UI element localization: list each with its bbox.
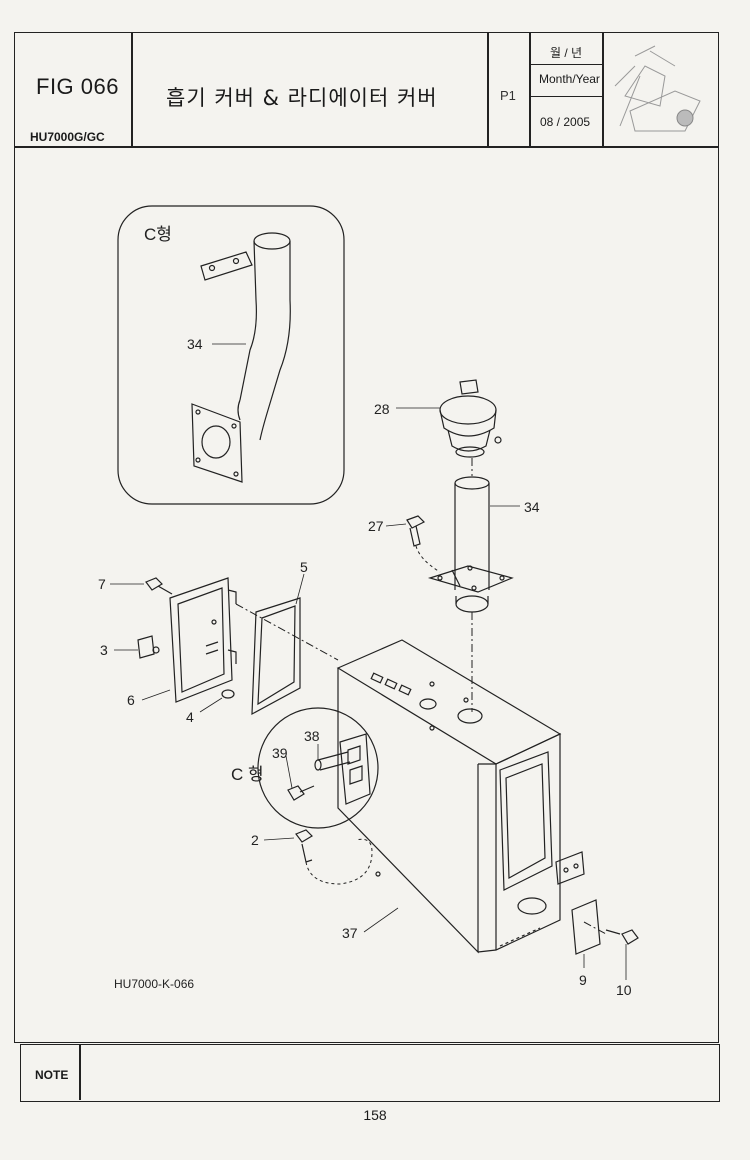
date-value: 08 / 2005 — [540, 115, 591, 129]
page-code: P1 — [500, 88, 516, 103]
callout-39: 39 — [272, 745, 288, 761]
air-cleaner-cap-28 — [439, 379, 502, 458]
inset-label-c: C형 — [144, 225, 172, 244]
header-frame — [14, 32, 719, 148]
bolt-2 — [295, 829, 313, 863]
callout-2: 2 — [251, 832, 259, 848]
inset-pipe-34 — [191, 232, 291, 483]
callout-3: 3 — [100, 642, 108, 658]
header-divider-2 — [487, 32, 489, 146]
note-label: NOTE — [35, 1068, 69, 1082]
callout-10: 10 — [616, 982, 632, 998]
bolt-7 — [145, 577, 173, 595]
inset-box-c-type — [117, 205, 345, 505]
cover-plate-6 — [169, 577, 237, 703]
callout-37: 37 — [342, 925, 358, 941]
callout-28: 28 — [374, 401, 390, 417]
detail-circle-c-type — [257, 707, 379, 829]
plate-9 — [571, 899, 601, 955]
callout-27: 27 — [368, 518, 384, 534]
latch-3 — [137, 635, 160, 659]
callout-38: 38 — [304, 728, 320, 744]
inset-label-c-mid: C 형 — [231, 765, 264, 784]
callout-9: 9 — [579, 972, 587, 988]
header-hline-1 — [530, 64, 602, 65]
cover-box-37 — [336, 639, 562, 954]
gasket-5 — [251, 597, 301, 716]
header-divider-3 — [529, 32, 531, 146]
callout-34-inset: 34 — [187, 336, 203, 352]
figure-id: FIG 066 — [36, 74, 119, 99]
machine-thumbnail — [614, 45, 701, 132]
callout-4: 4 — [186, 709, 194, 725]
bolt-10 — [605, 929, 639, 945]
drawing-code: HU7000-K-066 — [114, 977, 194, 991]
callout-6: 6 — [127, 692, 135, 708]
page-number: 158 — [363, 1107, 387, 1123]
month-year-ko: 월 / 년 — [550, 46, 583, 60]
callout-5: 5 — [300, 559, 308, 575]
note-frame — [20, 1044, 720, 1102]
side-bracket — [555, 851, 585, 885]
callout-34: 34 — [524, 499, 540, 515]
header-hline-2 — [530, 96, 602, 97]
page-title: 흡기 커버 & 라디에이터 커버 — [166, 86, 438, 110]
note-divider — [79, 1044, 81, 1100]
month-year-en: Month/Year — [539, 72, 600, 86]
washer-4 — [221, 689, 235, 699]
pipe-34-main — [427, 476, 514, 613]
model-code: HU7000G/GC — [30, 130, 105, 144]
diagram-frame — [14, 146, 719, 1043]
callout-7: 7 — [98, 576, 106, 592]
bolt-27 — [406, 515, 426, 547]
header-divider-1 — [131, 32, 133, 146]
header-divider-4 — [602, 32, 604, 146]
